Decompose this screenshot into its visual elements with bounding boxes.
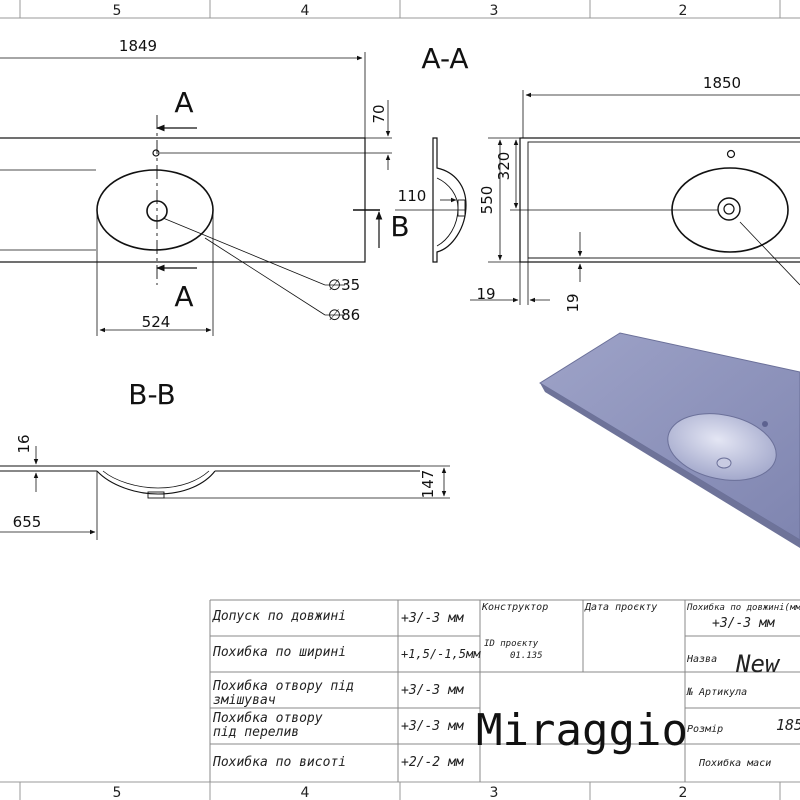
mass-label: Похибка маси <box>698 757 771 769</box>
sink-3d-render <box>539 332 800 548</box>
length-tolerance-label: Похибка по довжині(мм) <box>686 602 800 613</box>
tolerance-label: Похибка по висоті <box>212 755 346 770</box>
tolerance-value: +3/-3 мм <box>401 719 465 734</box>
zone-label-bottom: 3 <box>490 785 499 800</box>
brand-logo-text: Miraggio <box>476 705 688 756</box>
project-id-value: 01.135 <box>510 651 543 661</box>
name-value: New <box>735 650 781 678</box>
length-tolerance-value: +3/-3 мм <box>712 616 776 631</box>
section-aa-profile <box>353 137 467 263</box>
tolerance-value: +2/-2 мм <box>401 755 465 770</box>
cut-label-b: B <box>390 210 409 243</box>
section-aa-title: A-A <box>421 42 468 75</box>
title-block-grid <box>209 599 800 782</box>
dim-edge-right: 19 <box>564 293 582 312</box>
dim-hole-small: ∅35 <box>328 276 360 294</box>
dim-bb-offset: 655 <box>13 513 42 531</box>
zone-label-top: 2 <box>679 3 688 19</box>
zone-label-bottom: 4 <box>301 785 310 800</box>
zone-label-top: 4 <box>301 3 310 19</box>
dim-hole-large: ∅86 <box>328 306 360 324</box>
date-label: Дата проєкту <box>584 602 657 613</box>
dim-edge-left: 19 <box>476 285 495 303</box>
dim-section-height: 110 <box>398 187 427 205</box>
tolerance-value: +3/-3 мм <box>401 683 465 698</box>
project-id-label: ID проєкту <box>484 639 539 649</box>
dim-side-length: 1850 <box>703 74 741 92</box>
dim-bb-height: 147 <box>419 470 437 499</box>
section-bb-profile <box>0 446 450 540</box>
designer-label: Конструктор <box>481 602 548 613</box>
size-value: 185 <box>776 716 800 734</box>
dim-bowl-length: 524 <box>142 313 171 331</box>
right-top-view <box>470 90 800 305</box>
dim-top-length: 1849 <box>119 37 157 55</box>
dim-bb-thickness: 16 <box>15 434 33 453</box>
tolerance-label: Допуск по довжині <box>212 609 346 624</box>
zone-label-top: 3 <box>490 3 499 19</box>
section-bb-title: B-B <box>128 378 176 411</box>
article-label: № Артикула <box>686 687 747 698</box>
top-view <box>0 52 392 336</box>
name-label: Назва <box>686 654 717 665</box>
dim-top-offset: 70 <box>370 104 388 123</box>
zone-label-top: 5 <box>113 3 122 19</box>
size-label: Розмір <box>687 723 723 735</box>
cut-label-a-bottom: A <box>174 280 193 313</box>
tolerance-value: +3/-3 мм <box>401 611 465 626</box>
zone-label-bottom: 2 <box>679 785 688 800</box>
cut-label-a-top: A <box>174 86 193 119</box>
zone-label-bottom: 5 <box>113 785 122 800</box>
tolerance-label: Похибка по ширині <box>212 645 346 660</box>
dim-side-depth-2: 550 <box>478 186 496 215</box>
dim-side-depth-1: 320 <box>495 152 513 181</box>
tolerance-value: +1,5/-1,5мм <box>401 647 481 661</box>
